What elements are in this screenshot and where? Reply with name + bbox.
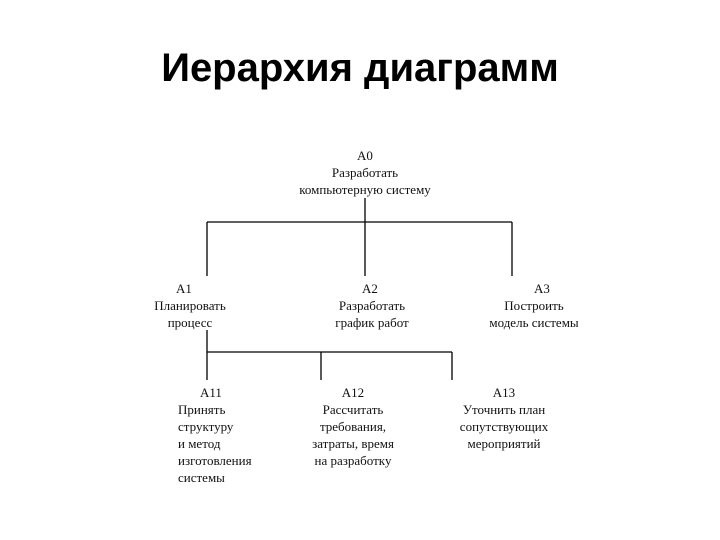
page-title: Иерархия диаграмм (161, 46, 559, 90)
node-a11: А11 Принять структуру и метод изготовлен… (178, 384, 298, 486)
node-a2-code: А2 (362, 281, 378, 296)
node-a0-code: А0 (357, 148, 373, 163)
node-a11-code: А11 (200, 385, 222, 400)
node-a12-line-3: затраты, время (312, 436, 394, 451)
node-a3-code: А3 (534, 281, 550, 296)
node-a11-line-5: системы (178, 470, 225, 485)
node-a13-line-2: сопутствующих (459, 419, 549, 434)
node-a2-line-2: график работ (335, 315, 409, 330)
node-a0-line-1: Разработать (331, 165, 399, 180)
node-a1-code: А1 (176, 281, 192, 296)
node-a1-line-1: Планировать (154, 298, 226, 313)
node-a3-line-1: Построить (504, 298, 564, 313)
node-a13-line-3: мероприятий (467, 436, 541, 451)
node-a11-line-1: Принять (178, 402, 226, 417)
node-a2-line-1: Разработать (338, 298, 406, 313)
node-a1: А1 Планировать процесс (120, 280, 260, 331)
node-a12-line-1: Рассчитать (322, 402, 384, 417)
node-a11-line-3: и метод (178, 436, 221, 451)
node-a13-code: А13 (492, 385, 516, 400)
node-a0-line-2: компьютерную систему (299, 182, 431, 197)
node-a12-code: А12 (341, 385, 365, 400)
node-a11-line-2: структуру (178, 419, 234, 434)
node-a12-line-2: требования, (319, 419, 387, 434)
node-a12: А12 Рассчитать требования, затраты, врем… (288, 384, 418, 469)
node-a0: А0 Разработать компьютерную систему (265, 147, 465, 198)
node-a12-line-4: на разработку (314, 453, 392, 468)
node-a2: А2 Разработать график работ (302, 280, 442, 331)
node-a13: А13 Уточнить план сопутствующих мероприя… (426, 384, 582, 452)
node-a3: А3 Построить модель системы (464, 280, 604, 331)
node-a11-line-4: изготовления (178, 453, 252, 468)
node-a3-line-2: модель системы (489, 315, 579, 330)
node-a1-line-2: процесс (167, 315, 213, 330)
node-a13-line-1: Уточнить план (462, 402, 546, 417)
